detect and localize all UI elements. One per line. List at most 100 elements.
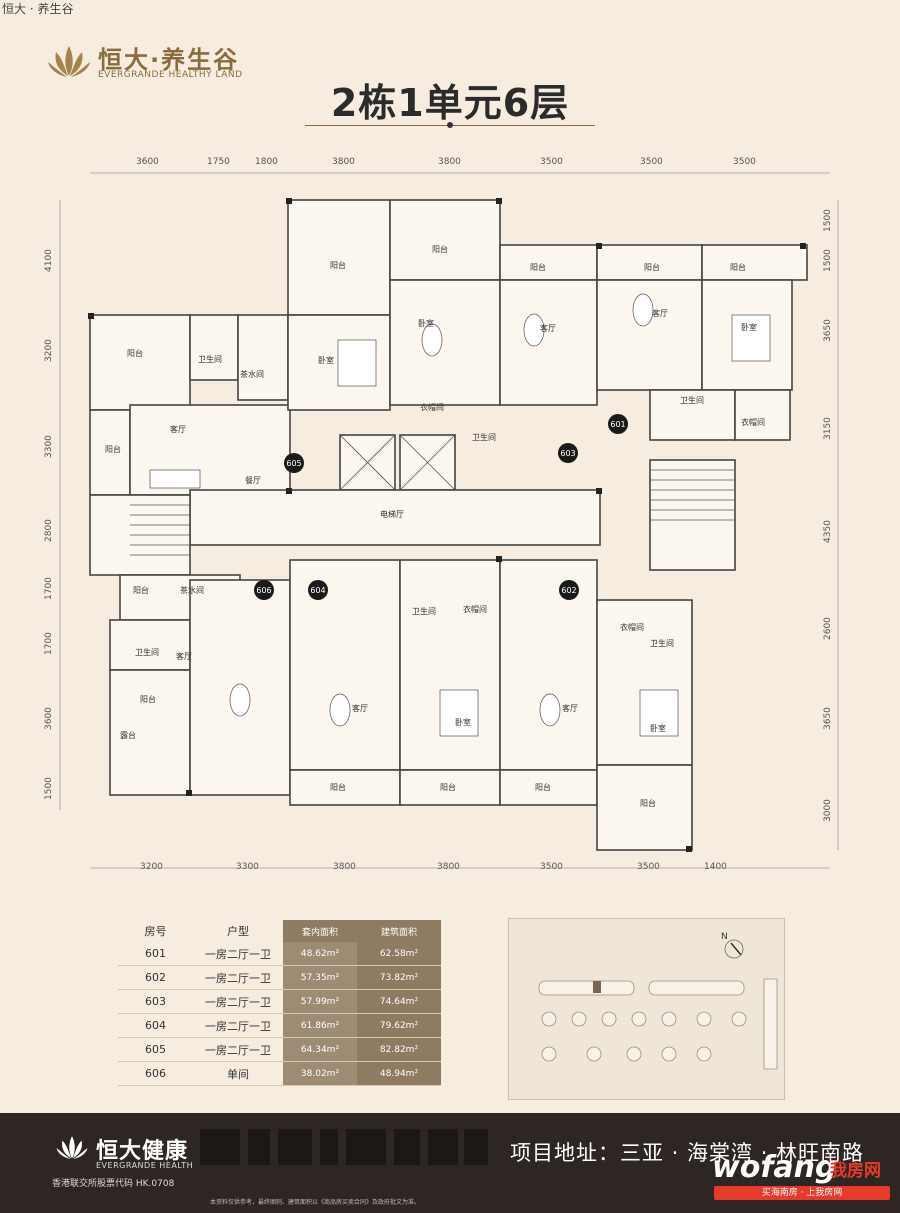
gross-area-cell: 79.62m² — [357, 1013, 441, 1038]
dimension-label: 3500 — [733, 157, 756, 167]
room-label-balcony: 阳台 — [644, 262, 660, 272]
inner-area-cell: 61.86m² — [283, 1013, 357, 1038]
floor-plan: 阳台阳台阳台阳台阳台阳台阳台卫生间茶水间卧室卧室客厅客厅卧室客厅衣帽间卫生间卫生… — [59, 172, 839, 869]
room-no-cell: 601 — [118, 942, 193, 966]
room-no-cell: 605 — [118, 1037, 193, 1062]
room-no-cell: 604 — [118, 1013, 193, 1038]
room-label-balcony: 阳台 — [330, 782, 346, 792]
logo-english-name: EVERGRANDE HEALTHY LAND — [98, 70, 243, 80]
room-label-bath: 卫生间 — [680, 395, 704, 405]
footer-brand-english: EVERGRANDE HEALTH — [96, 1161, 194, 1170]
unit-tag-602: 602 — [559, 580, 579, 600]
unit-tag-circle — [254, 580, 274, 600]
footer-decorative-bars — [200, 1129, 488, 1165]
dimension-label: 3500 — [640, 157, 663, 167]
unit-type-cell: 一房二厅一卫 — [193, 989, 283, 1014]
unit-tag-605: 605 — [284, 453, 304, 473]
room-label-balcony: 阳台 — [730, 262, 746, 272]
room-label-balcony: 阳台 — [535, 782, 551, 792]
watermark-main: wofang — [712, 1150, 837, 1185]
unit-tag-label: 603 — [560, 449, 575, 458]
room-label-bath: 卫生间 — [135, 647, 159, 657]
wofang-watermark: wofang 我房网 买海南房 · 上我房网 — [712, 1150, 892, 1205]
unit-type-cell: 一房二厅一卫 — [193, 1013, 283, 1038]
unit-tag-circle — [308, 580, 328, 600]
room-label-living: 客厅 — [562, 703, 578, 713]
unit-tag-label: 605 — [286, 459, 301, 468]
inner-area-cell: 38.02m² — [283, 1061, 357, 1086]
room-label-balcony: 阳台 — [530, 262, 546, 272]
room-label-bedroom: 卧室 — [418, 318, 434, 328]
unit-tag-606: 606 — [254, 580, 274, 600]
room-label-dining: 餐厅 — [245, 476, 261, 485]
room-label-bath: 卫生间 — [650, 638, 674, 648]
gross-area-cell: 74.64m² — [357, 989, 441, 1014]
unit-type-cell: 单间 — [193, 1061, 283, 1086]
room-label-bath: 卫生间 — [472, 432, 496, 442]
unit-tag-circle — [559, 580, 579, 600]
site-map-drawing: N — [538, 932, 778, 1070]
unit-type-cell: 一房二厅一卫 — [193, 965, 283, 990]
evergrande-logo: 恒大·养生谷 EVERGRANDE HEALTHY LAND — [46, 38, 266, 88]
table-header-inner-area: 套内面积 — [283, 920, 357, 942]
unit-type-cell: 一房二厅一卫 — [193, 942, 283, 966]
dimension-label: 1800 — [255, 157, 278, 167]
room-label-closet: 衣帽间 — [463, 604, 487, 614]
unit-tag-label: 604 — [310, 586, 325, 595]
room-label-closet: 衣帽间 — [420, 402, 444, 412]
dimension-label: 3600 — [136, 157, 159, 167]
footer-stock-code: 香港联交所股票代码 HK.0708 — [52, 1179, 175, 1189]
dimension-label: 3500 — [540, 862, 563, 872]
room-label-bedroom: 卧室 — [650, 723, 666, 733]
dimension-label: 3800 — [438, 157, 461, 167]
dimension-label: 3800 — [333, 862, 356, 872]
north-label: N — [721, 932, 728, 942]
room-label-balcony: 阳台 — [105, 444, 121, 454]
room-label-living: 客厅 — [176, 651, 192, 661]
gross-area-cell: 62.58m² — [357, 942, 441, 966]
unit-tag-604: 604 — [308, 580, 328, 600]
footer-brand-name: 恒大健康 — [96, 1139, 189, 1164]
inner-area-cell: 57.35m² — [283, 965, 357, 990]
logo-chinese-name: 恒大·养生谷 — [98, 46, 240, 74]
room-label-bedroom: 卧室 — [741, 322, 757, 332]
unit-type-cell: 一房二厅一卫 — [193, 1037, 283, 1062]
dimension-label: 3200 — [140, 862, 163, 872]
image-caption: 恒大 · 养生谷 — [2, 2, 74, 16]
room-label-balcony: 阳台 — [432, 244, 448, 254]
room-label-closet: 衣帽间 — [741, 417, 765, 427]
table-header-unit-type: 户型 — [227, 925, 249, 938]
dimension-label: 3500 — [637, 862, 660, 872]
unit-tag-label: 606 — [256, 586, 271, 595]
room-label-balcony: 阳台 — [640, 798, 656, 808]
room-label-living: 客厅 — [352, 703, 368, 713]
unit-tag-circle — [284, 453, 304, 473]
room-no-cell: 606 — [118, 1061, 193, 1086]
room-label-living: 客厅 — [170, 424, 186, 434]
gross-area-cell: 48.94m² — [357, 1061, 441, 1086]
dimension-label: 3800 — [332, 157, 355, 167]
site-location-map: N — [508, 918, 785, 1100]
room-label-balcony: 阳台 — [440, 782, 456, 792]
unit-tag-label: 601 — [610, 420, 625, 429]
watermark-brand: 我房网 — [830, 1161, 881, 1181]
room-label-bedroom: 卧室 — [455, 717, 471, 727]
inner-area-cell: 48.62m² — [283, 942, 357, 966]
project-address: 项目地址：三亚 · 海棠湾 · 林旺南路 — [510, 1141, 865, 1165]
table-header-gross-area: 建筑面积 — [357, 920, 441, 942]
watermark-tagline: 买海南房 · 上我房网 — [714, 1186, 890, 1200]
dimension-label: 1400 — [704, 862, 727, 872]
room-label-tea: 茶水间 — [180, 585, 204, 595]
unit-tag-label: 602 — [561, 586, 576, 595]
room-label-balcony: 阳台 — [133, 585, 149, 595]
footer-disclaimer: 本资料仅供参考，最终图则、建筑面积以《商品房买卖合同》及政府批文为准。 — [210, 1199, 421, 1206]
room-label-living: 客厅 — [540, 323, 556, 333]
unit-tag-circle — [608, 414, 628, 434]
title-dot — [447, 122, 453, 128]
dimension-label: 1750 — [207, 157, 230, 167]
dimension-label: 3500 — [540, 157, 563, 167]
